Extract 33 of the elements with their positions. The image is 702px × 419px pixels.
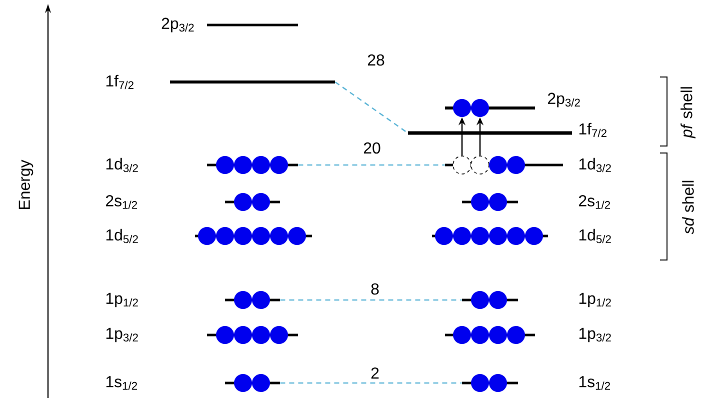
level-label: 1f$_{7/2}$ bbox=[579, 122, 606, 138]
edge-label: 2 bbox=[370, 366, 380, 380]
level-label: 2p$_{3/2}$ bbox=[162, 18, 194, 32]
connector-line bbox=[280, 299, 462, 301]
level-label: 1d$_{5/2}$ bbox=[579, 228, 611, 244]
level-label: 1p$_{3/2}$ bbox=[579, 328, 611, 342]
axis-label: Energy bbox=[18, 160, 34, 209]
electron bbox=[489, 156, 507, 174]
level-label: 1d$_{5/2}$ bbox=[106, 228, 138, 244]
edge-label: 28 bbox=[366, 53, 386, 67]
level-label: 1p$_{1/2}$ bbox=[106, 292, 138, 308]
level-label: 1p$_{1/2}$ bbox=[579, 292, 611, 308]
level-label: 1d$_{3/2}$ bbox=[579, 158, 611, 172]
edge-label: 8 bbox=[370, 282, 380, 296]
shell-label: pf shell bbox=[680, 87, 696, 138]
electron bbox=[453, 99, 471, 117]
shell-label: sd shell bbox=[682, 180, 694, 234]
hole-circle bbox=[452, 156, 472, 174]
connector-line bbox=[280, 382, 462, 384]
level-label: 2s$_{1/2}$ bbox=[579, 195, 610, 209]
level-label: 1f$_{7/2}$ bbox=[106, 74, 134, 90]
electron bbox=[507, 156, 525, 174]
edge-label: 20 bbox=[362, 141, 382, 155]
hole-circle bbox=[470, 156, 490, 174]
connector-line bbox=[298, 164, 445, 166]
connector-line bbox=[334, 81, 408, 134]
level-label: 1d$_{3/2}$ bbox=[106, 158, 138, 172]
electron bbox=[471, 99, 489, 117]
level-label: 2p$_{3/2}$ bbox=[548, 92, 580, 108]
level-label: 1p$_{3/2}$ bbox=[106, 328, 138, 342]
level-label: 1s$_{1/2}$ bbox=[579, 376, 610, 390]
level-label: 1s$_{1/2}$ bbox=[106, 376, 137, 390]
level-label: 2s$_{1/2}$ bbox=[106, 195, 137, 209]
